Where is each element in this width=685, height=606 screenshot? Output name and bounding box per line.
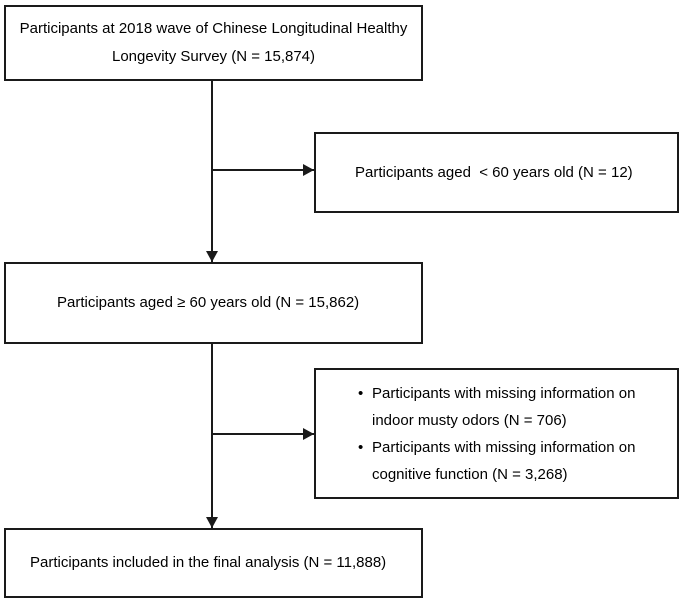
node-final-analysis: Participants included in the final analy… xyxy=(4,528,423,598)
down-arrow-icon xyxy=(206,251,218,262)
node-enrollment-label: Participants at 2018 wave of Chinese Lon… xyxy=(19,20,412,65)
list-item-label: Participants with missing information on… xyxy=(372,438,636,483)
node-eligible-age: Participants aged ≥ 60 years old (N = 15… xyxy=(4,262,423,344)
node-final-analysis-label: Participants included in the final analy… xyxy=(30,554,387,571)
list-item-label: Participants with missing information on… xyxy=(372,384,636,429)
bullet-icon: • xyxy=(358,438,364,456)
list-item: • Participants with missing information … xyxy=(358,380,663,434)
node-enrollment: Participants at 2018 wave of Chinese Lon… xyxy=(4,5,423,81)
node-eligible-age-label: Participants aged ≥ 60 years old (N = 15… xyxy=(57,294,360,311)
connector-eligible-to-excluded-missing-line xyxy=(211,433,315,435)
list-item: • Participants with missing information … xyxy=(358,434,663,488)
down-arrow-icon xyxy=(206,517,218,528)
node-excluded-missing: • Participants with missing information … xyxy=(314,368,679,499)
node-excluded-missing-list: • Participants with missing information … xyxy=(316,380,677,488)
connector-eligible-to-final-line xyxy=(211,344,213,528)
node-excluded-age-label: Participants aged < 60 years old (N = 12… xyxy=(355,163,633,181)
right-arrow-icon xyxy=(303,428,314,440)
bullet-icon: • xyxy=(358,384,364,402)
right-arrow-icon xyxy=(303,164,314,176)
node-excluded-age: Participants aged < 60 years old (N = 12… xyxy=(314,132,679,213)
connector-enrollment-to-excluded-age-line xyxy=(211,169,315,171)
connector-enrollment-to-eligible-line xyxy=(211,81,213,262)
